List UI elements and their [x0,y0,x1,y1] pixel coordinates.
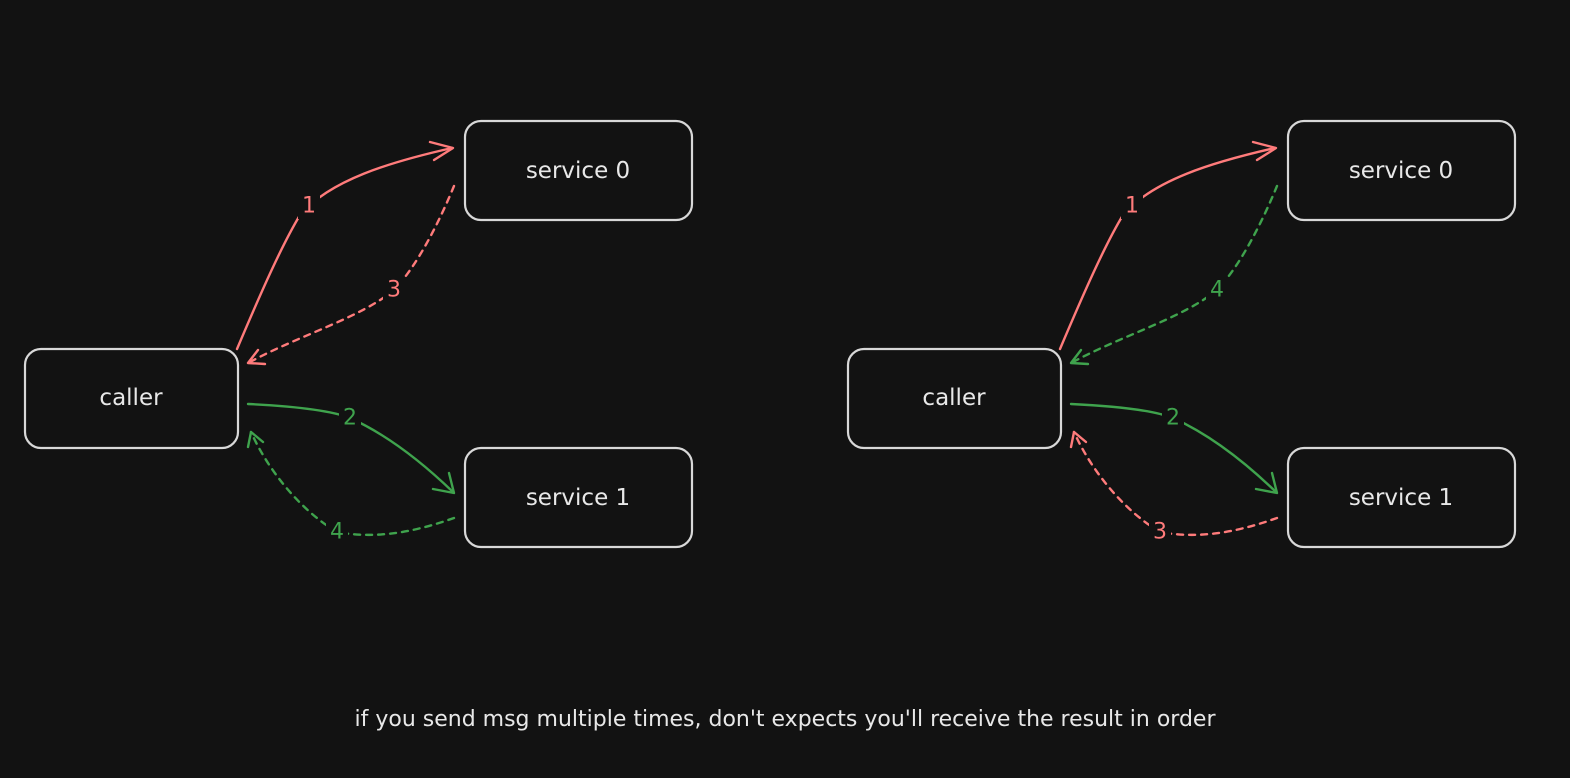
edge-2-arrowhead [1254,471,1279,495]
service-1-node[interactable]: service 1 [463,446,694,549]
edge-3-label: 3 [1153,520,1167,545]
edge-1-arrowhead [1251,140,1278,162]
caller-label: caller [922,385,986,411]
edge-1-label: 1 [302,194,316,219]
edge-2: 2 [246,402,456,495]
service-0-node[interactable]: service 0 [1286,119,1517,222]
service-0-label: service 0 [1349,158,1453,184]
edge-3-line [1072,430,1279,537]
edge-4-label: 4 [1210,278,1224,303]
edge-4-arrowhead [246,430,265,449]
edge-2: 2 [1069,402,1279,495]
edge-2-label: 2 [1166,406,1180,431]
edge-2-label: 2 [343,406,357,431]
edge-4: 4 [246,430,456,545]
service-0-node[interactable]: service 0 [463,119,694,222]
caller-node[interactable]: caller [23,347,240,450]
service-0-label: service 0 [526,158,630,184]
diagram-left: caller service 0 service 1 1 3 [23,119,694,549]
edge-4-line [1071,184,1279,364]
edge-3-arrowhead [246,348,267,366]
edge-1-arrowhead [428,140,455,162]
caller-node[interactable]: caller [846,347,1063,450]
diagram-right: caller service 0 service 1 1 4 [846,119,1517,549]
edge-1-line [1058,146,1277,351]
edge-3-label: 3 [387,278,401,303]
diagram-caption: if you send msg multiple times, don't ex… [354,707,1216,732]
edge-2-arrowhead [431,471,456,495]
edge-4-label: 4 [330,520,344,545]
edge-3-arrowhead [1069,430,1088,449]
edge-3-line [248,184,456,364]
service-1-label: service 1 [526,485,630,511]
service-1-node[interactable]: service 1 [1286,446,1517,549]
edge-1: 1 [235,140,455,351]
edge-4-arrowhead [1069,348,1090,366]
edge-3: 3 [1069,430,1279,545]
edge-1: 1 [1058,140,1278,351]
edge-1-line [235,146,454,351]
caller-label: caller [99,385,163,411]
service-1-label: service 1 [1349,485,1453,511]
edge-1-label: 1 [1125,194,1139,219]
edge-4: 4 [1069,184,1279,366]
edge-4-line [249,430,456,537]
edge-3: 3 [246,184,456,366]
